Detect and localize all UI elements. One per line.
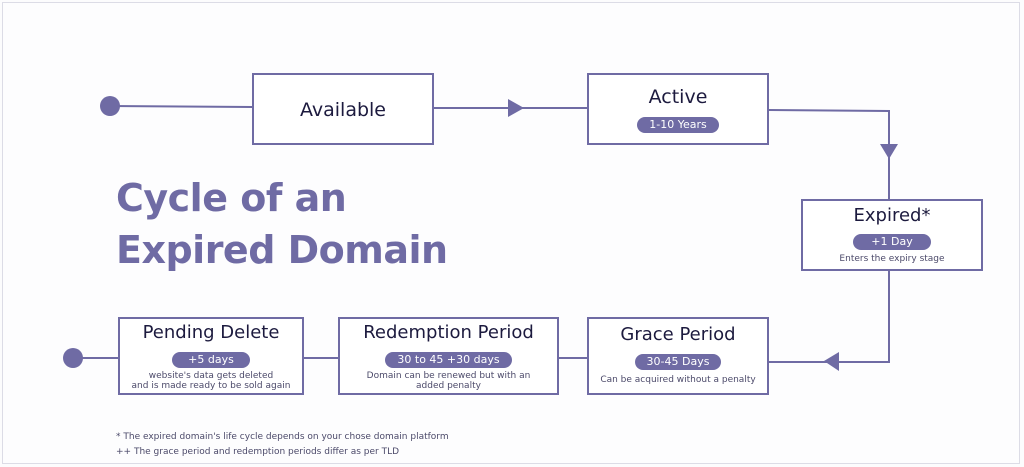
arrow-down-icon xyxy=(880,144,898,159)
arrow-right-icon xyxy=(508,99,524,117)
start-node xyxy=(100,96,120,116)
stage-description: Enters the expiry stage xyxy=(839,254,945,264)
stage-pending-delete: Pending Delete +5 days website's data ge… xyxy=(118,317,304,395)
stage-description: Can be acquired without a penalty xyxy=(600,375,756,385)
stage-label: Redemption Period xyxy=(363,322,534,343)
footnotes: * The expired domain's life cycle depend… xyxy=(116,430,449,460)
title-line-2: Expired Domain xyxy=(116,228,448,272)
stage-label: Available xyxy=(299,99,386,121)
duration-badge: 1-10 Years xyxy=(637,117,719,133)
footnote: * The expired domain's life cycle depend… xyxy=(116,432,449,442)
stage-available: Available xyxy=(252,73,434,145)
duration-badge: +5 days xyxy=(172,352,250,368)
stage-label: Active xyxy=(648,86,708,108)
stage-description: website's data gets deleted and is made … xyxy=(120,371,302,391)
duration-badge: +1 Day xyxy=(853,234,931,250)
stage-label: Pending Delete xyxy=(142,322,280,343)
stage-active: Active 1-10 Years xyxy=(587,73,769,145)
stage-expired: Expired* +1 Day Enters the expiry stage xyxy=(801,199,983,271)
footnote: ++ The grace period and redemption perio… xyxy=(116,447,400,457)
connector-active-to-expired xyxy=(768,109,890,199)
stage-redemption-period: Redemption Period 30 to 45 +30 days Doma… xyxy=(338,317,559,395)
end-node xyxy=(63,348,83,368)
stage-label: Grace Period xyxy=(620,324,736,345)
duration-badge: 30 to 45 +30 days xyxy=(385,352,512,368)
connector-expired-to-grace xyxy=(769,271,890,363)
arrow-left-icon xyxy=(824,352,839,371)
diagram-title: Cycle of an Expired Domain xyxy=(116,172,448,276)
description-line: and is made ready to be sold again xyxy=(131,381,291,391)
description-line: Domain can be renewed but with an xyxy=(366,371,531,381)
stage-label: Expired* xyxy=(853,205,931,226)
duration-badge: 30-45 Days xyxy=(634,354,722,370)
description-line: added penalty xyxy=(416,381,481,391)
stage-description: Domain can be renewed but with an added … xyxy=(340,371,557,391)
title-line-1: Cycle of an xyxy=(116,176,347,220)
connector-start-to-available xyxy=(109,105,253,108)
description-line: website's data gets deleted xyxy=(148,371,274,381)
stage-grace-period: Grace Period 30-45 Days Can be acquired … xyxy=(587,317,769,395)
